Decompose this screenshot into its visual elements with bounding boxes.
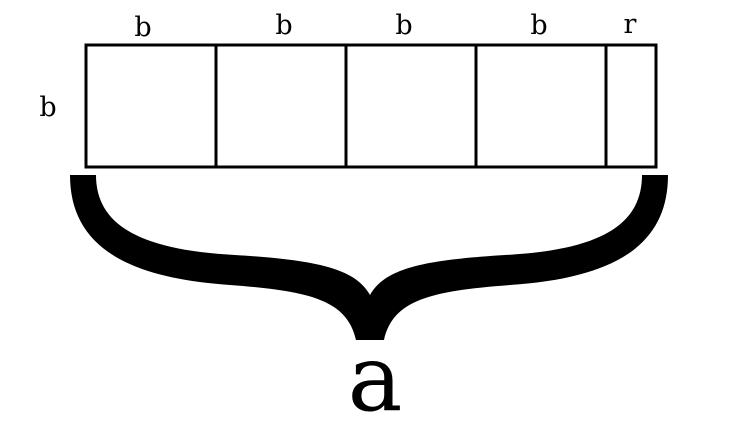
top-label-3: b: [395, 10, 412, 41]
curly-brace: [70, 175, 668, 340]
top-label-2: b: [275, 10, 292, 41]
top-label-4: b: [530, 10, 547, 41]
top-label-remainder: r: [624, 9, 637, 40]
square-box-3: [344, 43, 478, 169]
square-box-4: [474, 43, 608, 169]
square-box-1: [84, 43, 218, 169]
total-label: a: [348, 325, 403, 425]
remainder-box: [604, 43, 658, 169]
square-box-2: [214, 43, 348, 169]
top-label-1: b: [134, 12, 151, 43]
rectangle-row: [84, 43, 658, 169]
side-label: b: [39, 92, 56, 123]
